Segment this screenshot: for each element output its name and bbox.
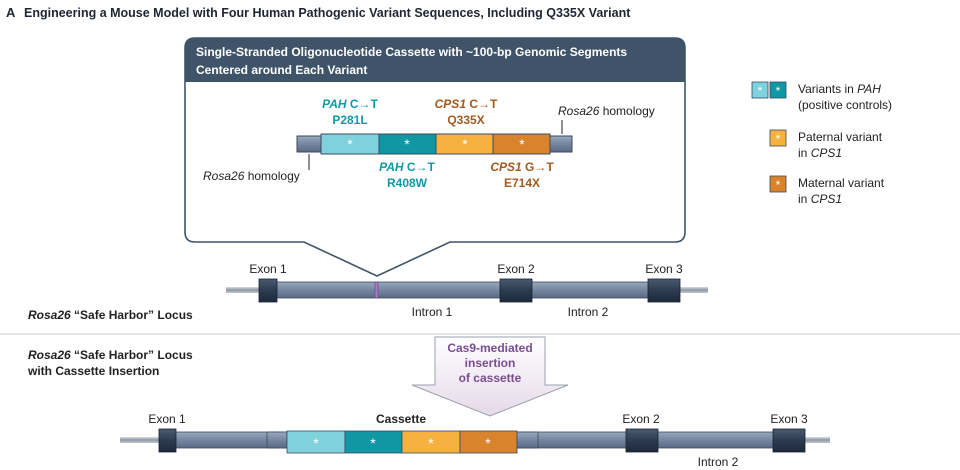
legend: * * Variants in PAH (positive controls) … — [751, 81, 892, 206]
rosa26-locus-with-cassette: Exon 1 Cassette Exon 2 Exon 3 * * * * In… — [120, 412, 830, 469]
rosa26-homology-right-label: Rosa26 homology — [558, 104, 655, 118]
legend-label-maternal-line1: Maternal variant — [798, 176, 885, 190]
locus2-exon3-label: Exon 3 — [770, 412, 808, 426]
cps1-q335x-change-label: CPS1 C→T — [435, 97, 498, 111]
cassette-callout: Single-Stranded Oligonucleotide Cassette… — [184, 37, 686, 277]
legend-swatch-paternal — [769, 129, 787, 147]
locus2-star-3: * — [428, 435, 434, 451]
locus2-star-2: * — [370, 435, 376, 451]
legend-star-paternal: * — [776, 132, 781, 146]
locus1-intron2-label: Intron 2 — [568, 305, 609, 319]
locus1-exon3-label: Exon 3 — [645, 262, 683, 276]
cassette-star-2: * — [404, 136, 410, 152]
cassette-star-4: * — [519, 136, 525, 152]
legend-swatch-maternal — [769, 175, 787, 193]
callout-header-bg — [185, 38, 685, 82]
locus2-name-line2: with Cassette Insertion — [27, 364, 159, 378]
legend-star-maternal: * — [776, 178, 781, 192]
legend-label-pah-line2: (positive controls) — [798, 98, 892, 112]
legend-star-pah-dark: * — [776, 84, 781, 98]
locus2-exon2-label: Exon 2 — [622, 412, 660, 426]
cassette-star-3: * — [462, 136, 468, 152]
locus2-exon1 — [158, 428, 177, 453]
locus2-star-4: * — [485, 435, 491, 451]
locus1-name: Rosa26 “Safe Harbor” Locus — [28, 308, 193, 322]
cassette-rosa-left-arm — [296, 135, 322, 153]
locus2-rosa-left-arm — [266, 431, 288, 449]
panel-letter: A — [6, 5, 16, 20]
panel-title: Engineering a Mouse Model with Four Huma… — [24, 6, 631, 20]
locus1-exon2 — [499, 278, 533, 303]
rosa26-locus: Exon 1 Exon 2 Exon 3 Intron 1 Intron 2 R… — [28, 262, 708, 322]
locus1-intron-bar — [275, 281, 651, 299]
cassette-rosa-right-arm — [549, 135, 573, 153]
callout-header-line2: Centered around Each Variant — [196, 63, 367, 77]
arrow-text-line3: of cassette — [459, 371, 522, 385]
pah-p281l-protein-label: P281L — [332, 113, 367, 127]
locus1-intron1-label: Intron 1 — [412, 305, 453, 319]
locus2-intron2-label: Intron 2 — [698, 455, 739, 469]
locus2-star-1: * — [313, 435, 319, 451]
callout-header-line1: Single-Stranded Oligonucleotide Cassette… — [196, 45, 627, 59]
locus2-exon1-label: Exon 1 — [148, 412, 186, 426]
arrow-shape — [411, 336, 569, 417]
locus2-name-line1: Rosa26 “Safe Harbor” Locus — [28, 348, 193, 362]
cassette-star-1: * — [347, 136, 353, 152]
locus1-exon3 — [647, 278, 681, 303]
cassette-bar: * * * * — [296, 133, 573, 155]
locus2-exon3 — [772, 428, 806, 453]
legend-swatch-pah-light — [751, 81, 769, 99]
cps1-e714x-protein-label: E714X — [504, 176, 540, 190]
pah-r408w-protein-label: R408W — [387, 176, 428, 190]
legend-swatch-pah-dark — [769, 81, 787, 99]
arrow-text-line1: Cas9-mediated — [447, 341, 532, 355]
cps1-q335x-protein-label: Q335X — [447, 113, 484, 127]
locus1-exon1-label: Exon 1 — [249, 262, 287, 276]
rosa26-homology-left-label: Rosa26 homology — [203, 169, 300, 183]
cps1-e714x-change-label: CPS1 G→T — [490, 160, 554, 174]
locus2-cassette-label: Cassette — [376, 412, 426, 426]
pah-r408w-change-label: PAH C→T — [379, 160, 435, 174]
cas9-insertion-arrow: Cas9-mediated insertion of cassette — [411, 336, 569, 417]
locus2-rosa-right-arm — [516, 431, 539, 449]
locus1-insertion-site — [374, 281, 379, 299]
arrow-text-line2: insertion — [465, 356, 516, 370]
legend-label-paternal-line2: in CPS1 — [798, 146, 842, 160]
locus1-exon2-label: Exon 2 — [497, 262, 535, 276]
pah-p281l-change-label: PAH C→T — [322, 97, 378, 111]
legend-star-pah-light: * — [758, 84, 763, 98]
locus2-exon2 — [625, 428, 659, 453]
locus1-exon1 — [258, 278, 278, 303]
legend-label-paternal-line1: Paternal variant — [798, 130, 883, 144]
legend-label-pah-line1: Variants in PAH — [798, 82, 881, 96]
legend-label-maternal-line2: in CPS1 — [798, 192, 842, 206]
